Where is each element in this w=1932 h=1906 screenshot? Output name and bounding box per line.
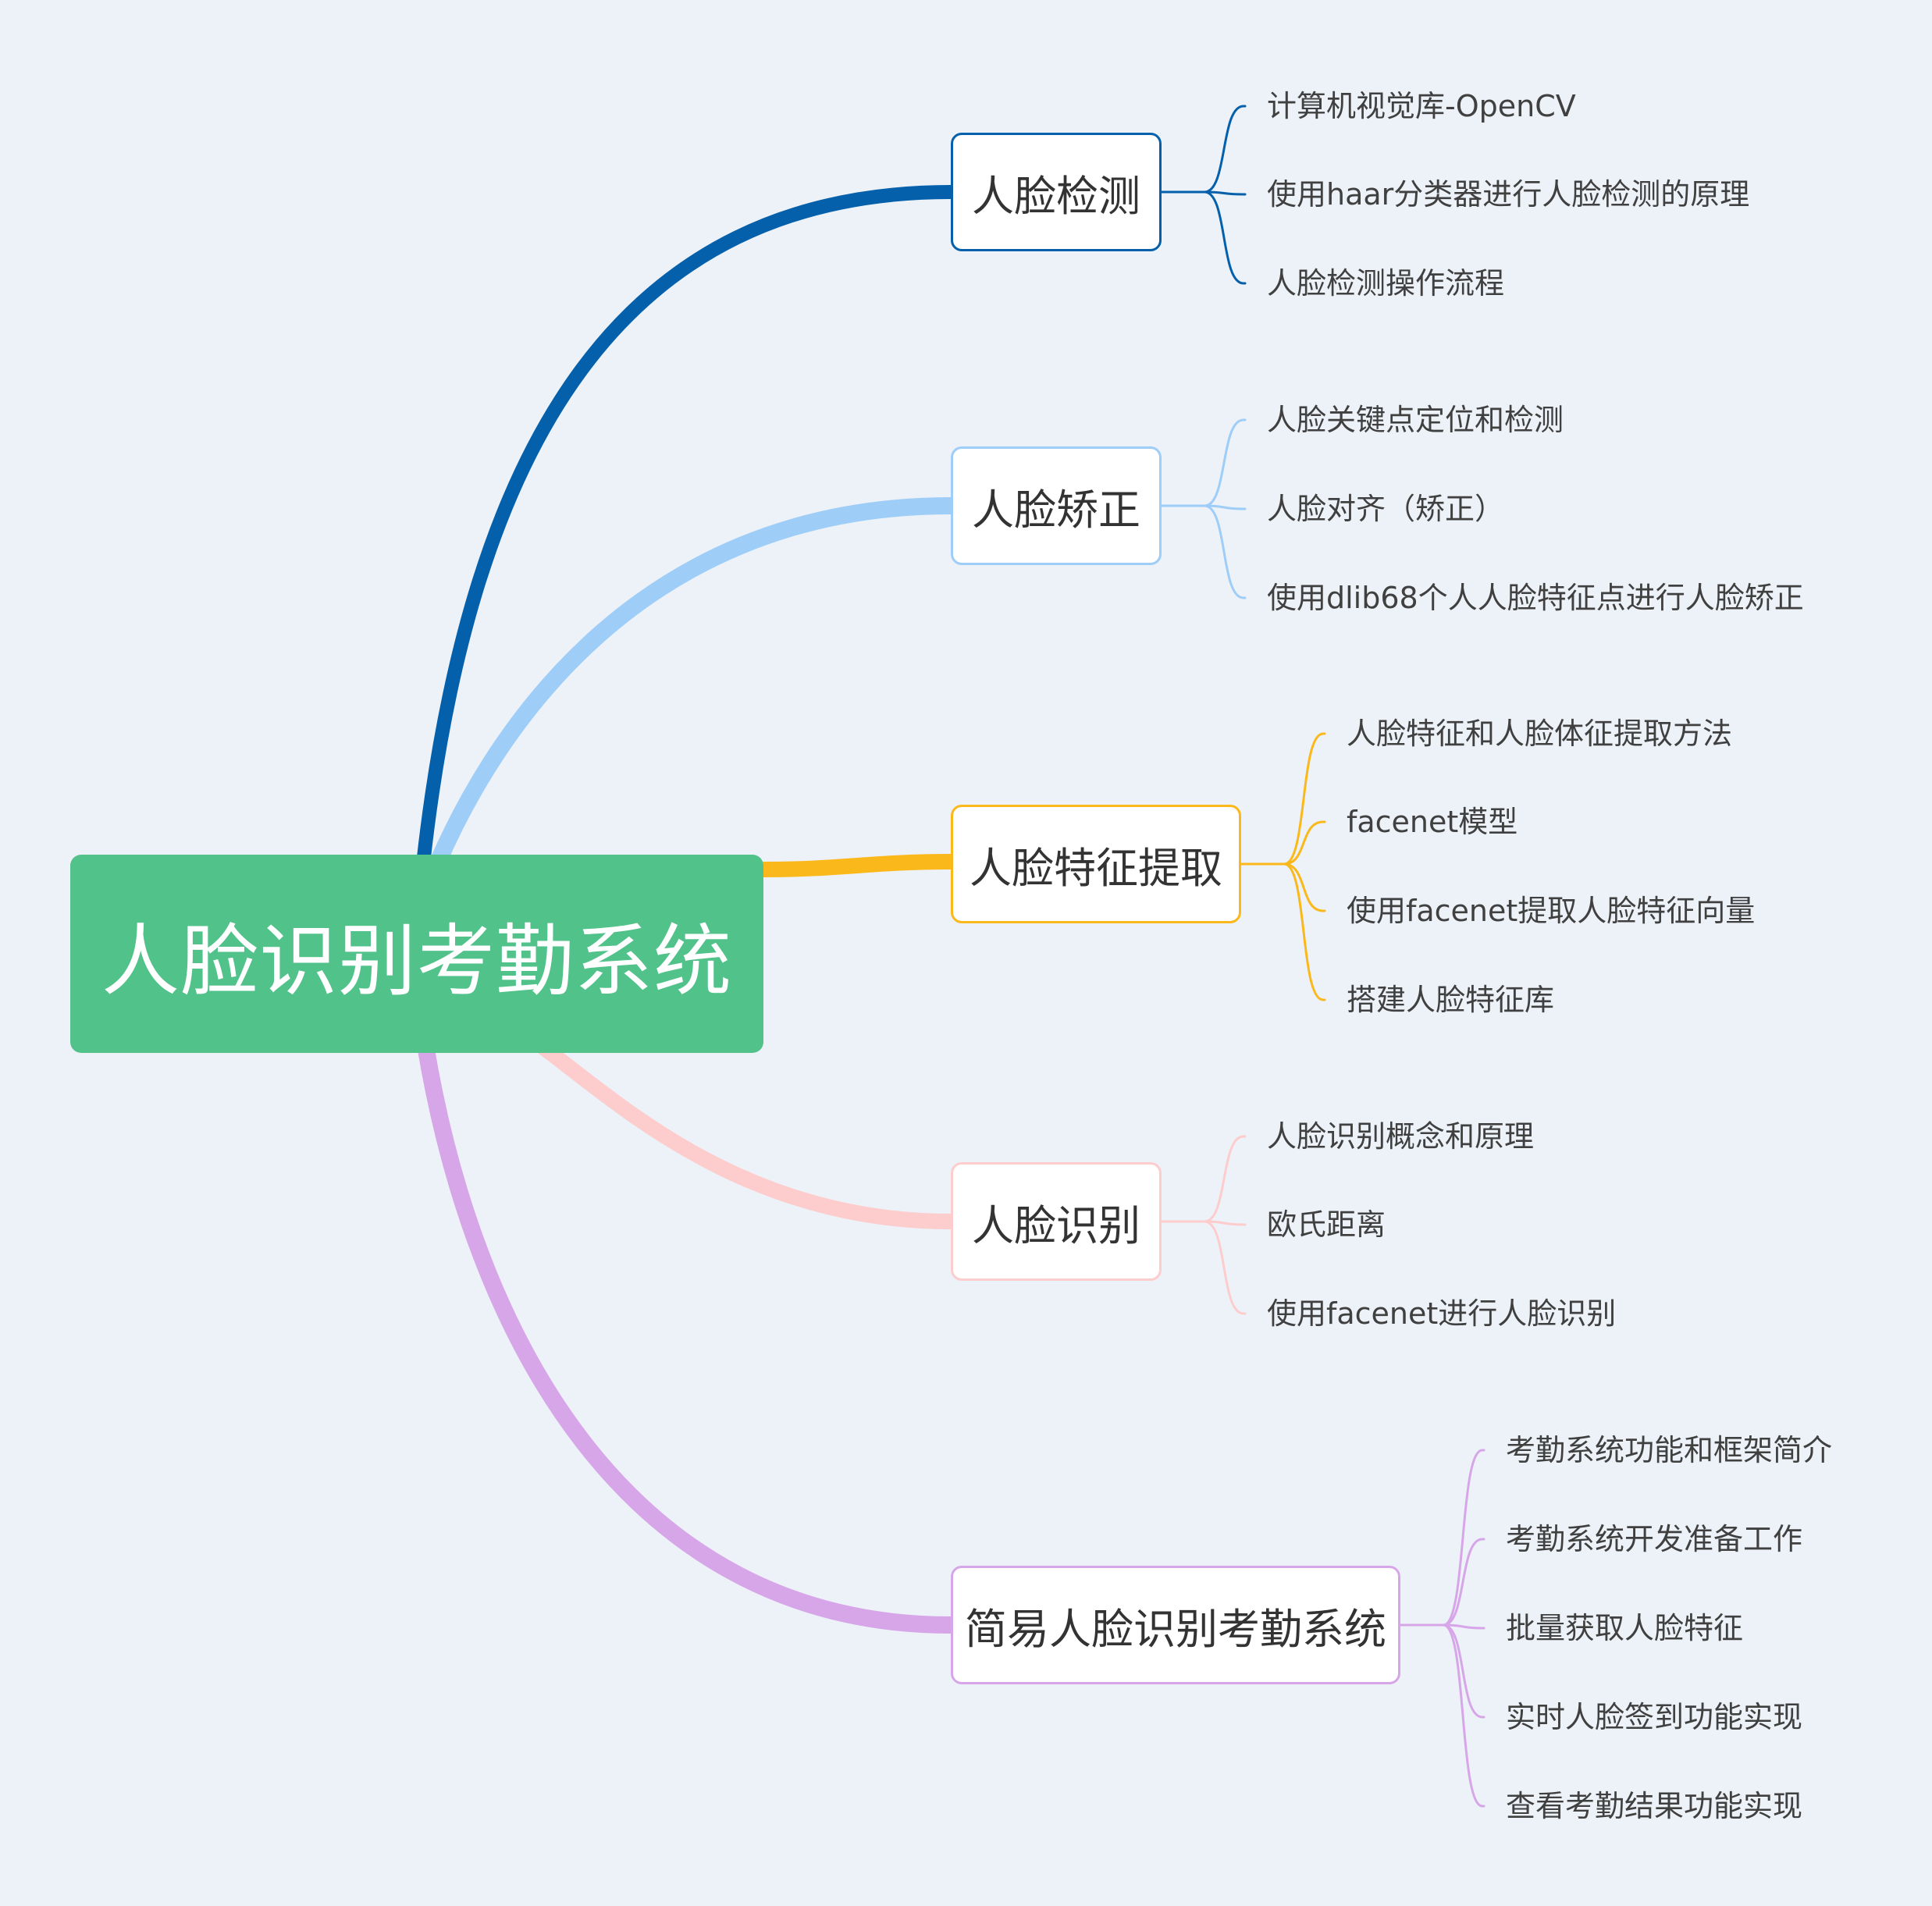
leaf-connector-3-1 [1283,732,1326,866]
leaf-topic[interactable]: 计算机视觉库-OpenCV [1267,89,1576,123]
root-topic[interactable]: 人脸识别考勤系统 [70,855,763,1053]
leaf-connector-2-3 [1203,504,1247,599]
trunk-connector-2 [429,497,959,873]
leaf-connector-1-2 [1203,190,1247,196]
trunk-connector-5 [417,1037,959,1634]
leaf-connector-3-3 [1283,862,1326,912]
leaf-connector-2-1 [1203,418,1247,507]
leaf-topic[interactable]: 搭建人脸特征库 [1347,983,1555,1017]
leaf-topic[interactable]: 使用haar分类器进行人脸检测的原理 [1267,177,1750,212]
branch-topic-2[interactable]: 人脸矫正 [951,446,1162,565]
trunk-connector-1 [416,185,958,871]
leaf-connector-1-3 [1203,190,1247,285]
leaf-topic[interactable]: 考勤系统开发准备工作 [1506,1522,1803,1556]
leaf-connector-5-4 [1442,1623,1485,1719]
leaf-topic[interactable]: 考勤系统功能和框架简介 [1506,1433,1833,1467]
leaf-topic[interactable]: 人脸识别概念和原理 [1267,1119,1535,1154]
leaf-connector-3-2 [1283,820,1326,866]
leaf-connector-5-2 [1442,1538,1485,1627]
leaf-connector-5-1 [1442,1449,1485,1627]
branch-topic-3[interactable]: 人脸特征提取 [951,805,1241,923]
branch-topic-4[interactable]: 人脸识别 [951,1162,1162,1281]
branch-topic-1[interactable]: 人脸检测 [951,133,1162,251]
leaf-topic[interactable]: 实时人脸签到功能实现 [1506,1700,1803,1734]
leaf-topic[interactable]: 人脸对齐（矫正） [1267,492,1505,526]
leaf-connector-1-1 [1203,105,1247,194]
trunk-connector-3 [756,854,959,877]
leaf-topic[interactable]: 查看考勤结果功能实现 [1506,1789,1803,1823]
leaf-connector-4-3 [1203,1220,1247,1315]
leaf-topic[interactable]: 使用dlib68个人人脸特征点进行人脸矫正 [1267,581,1804,615]
leaf-topic[interactable]: 批量获取人脸特征 [1506,1611,1744,1645]
leaf-topic[interactable]: 人脸检测操作流程 [1267,266,1505,300]
leaf-connector-5-3 [1442,1623,1485,1630]
leaf-topic[interactable]: 欧氏距离 [1267,1207,1386,1242]
leaf-connector-2-2 [1203,504,1247,510]
branch-topic-5[interactable]: 简易人脸识别考勤系统 [951,1566,1400,1684]
leaf-topic[interactable]: 人脸特征和人脸体征提取方法 [1347,717,1733,751]
leaf-connector-5-5 [1442,1623,1485,1808]
leaf-topic[interactable]: facenet模型 [1347,805,1518,839]
leaf-topic[interactable]: 使用facenet提取人脸特征向量 [1347,894,1756,928]
leaf-connector-3-4 [1283,862,1326,1001]
leaf-topic[interactable]: 人脸关键点定位和检测 [1267,403,1564,437]
leaf-connector-4-1 [1203,1135,1247,1223]
leaf-connector-4-2 [1203,1220,1247,1226]
leaf-topic[interactable]: 使用facenet进行人脸识别 [1267,1296,1617,1331]
